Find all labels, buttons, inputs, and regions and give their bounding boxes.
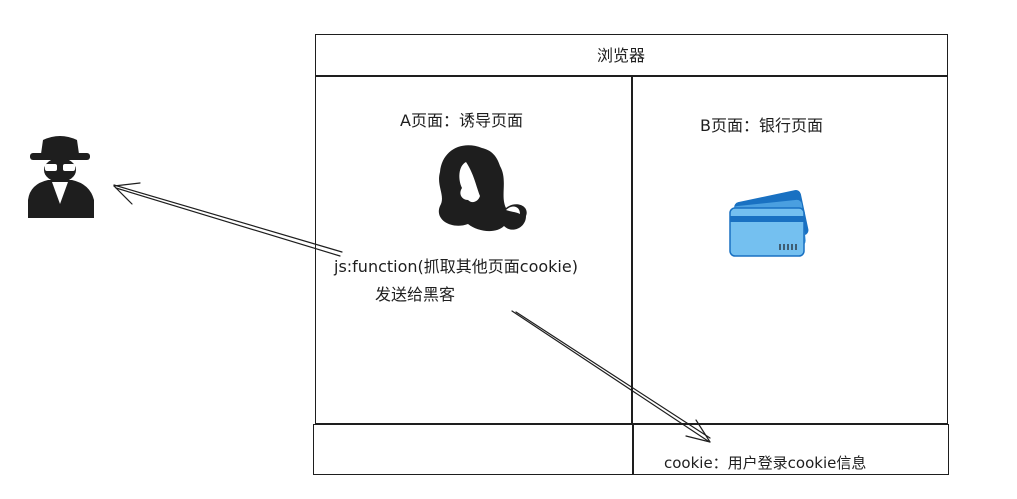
script-line-1: js:function(抓取其他页面cookie)	[334, 257, 578, 276]
cookie-info: cookie：用户登录cookie信息	[664, 454, 867, 472]
arrow-to-cookie	[511, 310, 711, 443]
arrow-to-hacker	[113, 182, 343, 257]
page-a-title: A页面：诱导页面	[400, 111, 523, 130]
page-a-box	[315, 76, 632, 424]
hacker-spy-icon	[28, 136, 94, 218]
cookie-box	[633, 424, 949, 475]
script-line-2: 发送给黑客	[375, 285, 456, 304]
browser-title: 浏览器	[597, 46, 646, 65]
credit-card-icon	[729, 190, 809, 257]
page-b-title: B页面：银行页面	[700, 116, 823, 135]
woman-silhouette-icon	[438, 145, 527, 232]
page-b-box	[632, 76, 948, 424]
bottom-left-box	[313, 424, 633, 475]
browser-title-bar	[315, 34, 948, 76]
